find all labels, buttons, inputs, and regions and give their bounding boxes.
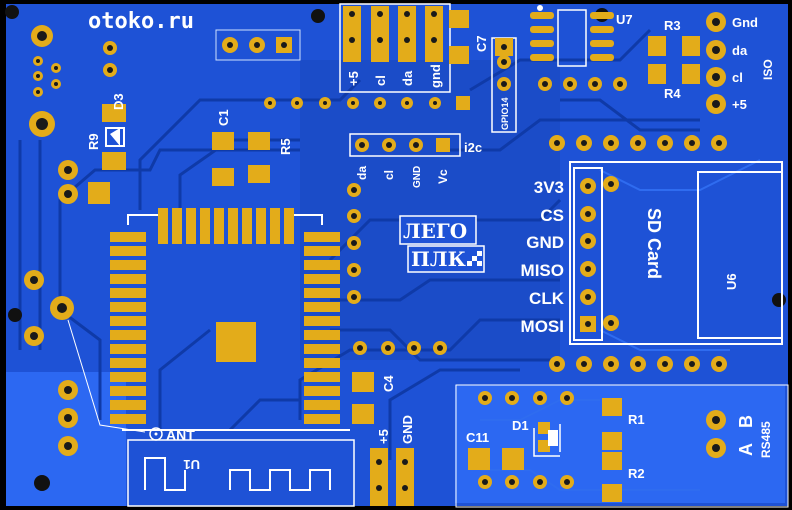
sd-pin-4: MISO	[521, 261, 564, 280]
antenna-marker: ANT	[67, 319, 195, 443]
r9-label: R9	[86, 133, 101, 150]
center-vias	[347, 183, 361, 304]
top-header-pin-3: da	[400, 70, 415, 86]
u7-chip: U7	[530, 5, 633, 91]
gpio14-header: GPIO14	[491, 37, 517, 133]
c7-label: C7	[474, 35, 489, 52]
ant-label: ANT	[166, 427, 195, 443]
esp-module	[110, 208, 350, 431]
rs485-pin-b: B	[736, 415, 756, 428]
top-header-pin-4: gnd	[428, 64, 443, 88]
c7-group: C7	[449, 10, 489, 64]
logo-line-2: ПЛК	[411, 247, 466, 271]
esp-top-pads	[158, 208, 294, 244]
r2-label: R2	[628, 466, 645, 481]
sd-pin-6: MOSI	[521, 317, 564, 336]
c1-r5-group: C1 R5	[212, 109, 293, 186]
iso-pin-1: Gnd	[732, 15, 758, 30]
i2c-pin-1: da	[355, 166, 369, 180]
sd-title: SD Card	[644, 208, 664, 279]
sd-vias	[549, 135, 727, 372]
mid-row-vias	[353, 341, 447, 355]
i2c-header: i2c da cl GND Vc	[349, 133, 482, 188]
top-header-pin-2: cl	[373, 75, 388, 86]
top-header-pin-1: +5	[346, 71, 361, 86]
sd-card-area: 3V3 CS GND MISO CLK MOSI SD Card U6	[521, 161, 783, 345]
c4-group: C4	[352, 372, 396, 424]
site-label: otoko.ru	[88, 9, 194, 34]
small-vias	[264, 96, 470, 110]
c11-label: C11	[466, 430, 489, 445]
sd-pin-5: CLK	[529, 289, 565, 308]
r3-label: R3	[664, 18, 681, 33]
u6-label: U6	[724, 273, 739, 290]
rs485-label: RS485	[759, 421, 773, 458]
i2c-pin-4: Vc	[436, 169, 450, 184]
esp-right-pads	[304, 232, 340, 424]
sd-pin-2: CS	[540, 206, 564, 225]
power-header: +5 GND	[370, 415, 415, 506]
d1-label: D1	[512, 418, 529, 433]
left-connector	[29, 25, 117, 137]
i2c-pin-2: cl	[382, 170, 396, 180]
sd-pin-1: 3V3	[534, 178, 564, 197]
r3-r4-group: R3 R4	[648, 18, 700, 101]
sd-pin-3: GND	[526, 233, 564, 252]
rs485-pin-a: A	[736, 443, 756, 456]
i2c-label: i2c	[464, 140, 482, 155]
u1-antenna: U1	[127, 439, 355, 507]
left-side-vias	[24, 270, 78, 456]
d3-label: D3	[111, 93, 126, 110]
iso-pin-4: +5	[732, 97, 747, 112]
r4-label: R4	[664, 86, 681, 101]
c1-label: C1	[216, 109, 231, 126]
esp-ground-pad	[216, 322, 256, 362]
gpio14-label: GPIO14	[500, 97, 510, 130]
rs485-section: C11 D1 R1 R2 B A RS485	[455, 384, 789, 508]
power-pin-1: +5	[376, 429, 391, 444]
iso-pin-2: da	[732, 43, 748, 58]
c4-label: C4	[381, 375, 396, 392]
u1-label: U1	[183, 457, 200, 472]
d3-r9-group: D3 R9	[58, 93, 126, 204]
logo-line-1: ЛЕГО	[403, 219, 467, 243]
r5-label: R5	[278, 138, 293, 155]
lego-plc-logo: ЛЕГО ПЛК	[399, 215, 485, 273]
header-3pin-top	[215, 29, 301, 61]
iso-label: ISO	[761, 59, 775, 80]
iso-pin-3: cl	[732, 70, 743, 85]
iso-header: Gnd da cl +5 ISO	[706, 12, 775, 114]
i2c-pin-3: GND	[412, 166, 423, 188]
u7-label: U7	[616, 12, 633, 27]
power-pin-2: GND	[400, 415, 415, 444]
top-header: +5 cl da gnd	[339, 3, 451, 93]
esp-left-pads	[110, 232, 146, 424]
r1-label: R1	[628, 412, 645, 427]
